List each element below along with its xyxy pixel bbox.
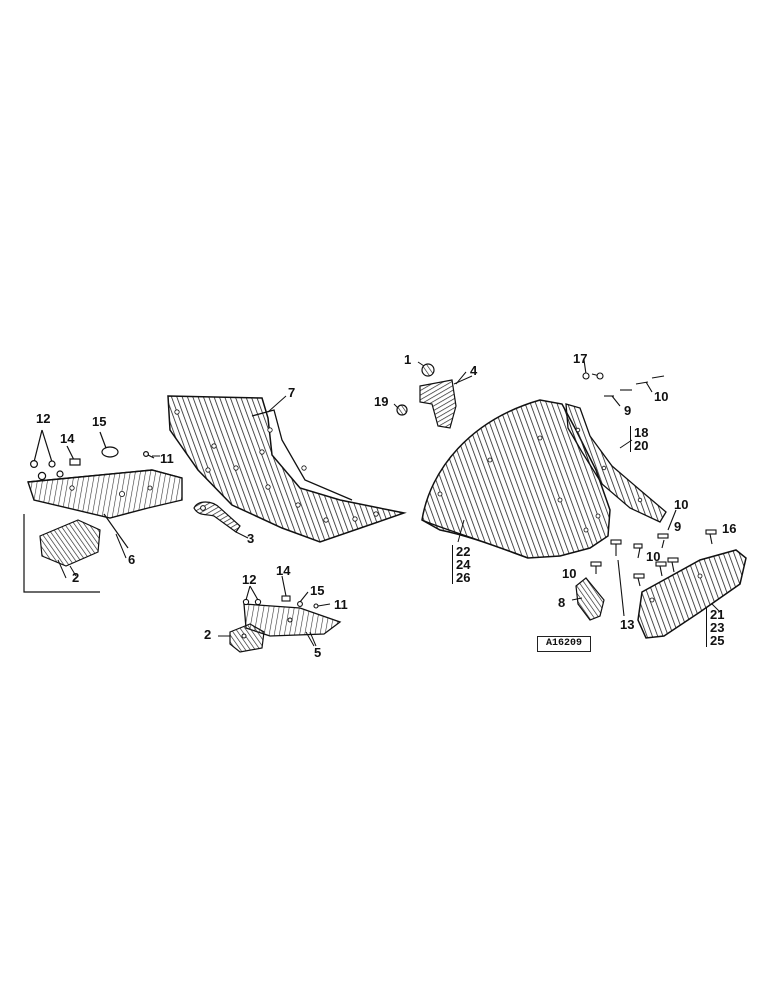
callout-6: 6	[128, 552, 136, 567]
callout-2-lower: 2	[204, 627, 212, 642]
callout-3: 3	[247, 531, 255, 546]
callout-5: 5	[314, 645, 322, 660]
callout-25: 25	[710, 633, 725, 648]
hardware-upper-left	[30, 429, 155, 481]
callout-18: 18	[634, 425, 649, 440]
callout-4: 4	[470, 363, 478, 378]
bracket-upper	[396, 363, 473, 429]
hardware-lower-left	[242, 575, 331, 609]
moldboard-left	[167, 395, 407, 543]
callout-12-lower: 12	[242, 572, 257, 587]
frog-bracket-frame	[23, 513, 129, 593]
frog	[27, 469, 183, 519]
callout-22: 22	[456, 544, 471, 559]
heel-piece	[575, 577, 605, 621]
callout-10-upper: 10	[654, 389, 669, 404]
callout-11-lower: 11	[334, 597, 348, 612]
moldboard-right	[421, 399, 611, 559]
callout-13: 13	[620, 617, 635, 632]
leader-lines	[57, 361, 721, 647]
callout-17: 17	[573, 351, 588, 366]
callout-26: 26	[456, 570, 471, 585]
callout-8: 8	[558, 595, 566, 610]
callout-15-upper: 15	[92, 414, 107, 429]
callout-10-right: 10	[674, 497, 689, 512]
callout-2-upper: 2	[72, 570, 80, 585]
callout-9-upper: 9	[624, 403, 632, 418]
callout-group-22-24-26: 22 24 26	[452, 545, 470, 584]
reference-code-box: A16209	[537, 636, 591, 652]
callout-11-upper: 11	[160, 451, 174, 466]
shin-piece-upper	[39, 519, 101, 577]
callout-9-right: 9	[674, 519, 682, 534]
callout-19: 19	[374, 394, 389, 409]
callout-group-21-23-25: 21 23 25	[706, 608, 724, 647]
callout-24: 24	[456, 557, 471, 572]
callout-10-share: 10	[646, 549, 661, 564]
callout-10-heel: 10	[562, 566, 577, 581]
callout-15-lower: 15	[310, 583, 325, 598]
callout-group-18-20: 18 20	[630, 426, 648, 452]
callout-14-lower: 14	[276, 563, 291, 578]
hardware-right	[582, 359, 717, 617]
callout-7: 7	[288, 385, 296, 400]
share	[637, 549, 747, 639]
brace	[193, 501, 249, 539]
callout-23: 23	[710, 620, 725, 635]
moldboard-extension	[565, 403, 667, 523]
callout-20: 20	[634, 438, 649, 453]
callout-1: 1	[404, 352, 412, 367]
callout-16: 16	[722, 521, 737, 536]
shin-piece-lower	[229, 623, 265, 653]
callout-12-upper: 12	[36, 411, 51, 426]
callout-21: 21	[710, 607, 725, 622]
callout-14-upper: 14	[60, 431, 75, 446]
